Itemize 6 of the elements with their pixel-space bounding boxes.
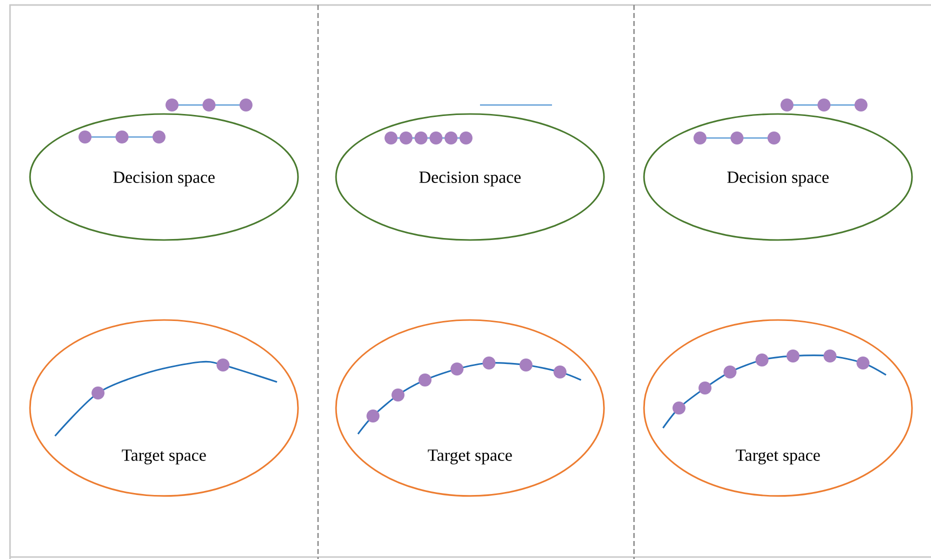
ellipse-region: Decision space [29, 113, 299, 241]
ellipse-region: Target space [29, 319, 299, 497]
ellipse-region: Target space [643, 319, 913, 497]
ellipse-region: Decision space [335, 113, 605, 241]
ellipse-region: Decision space [643, 113, 913, 241]
ellipse-region: Target space [335, 319, 605, 497]
